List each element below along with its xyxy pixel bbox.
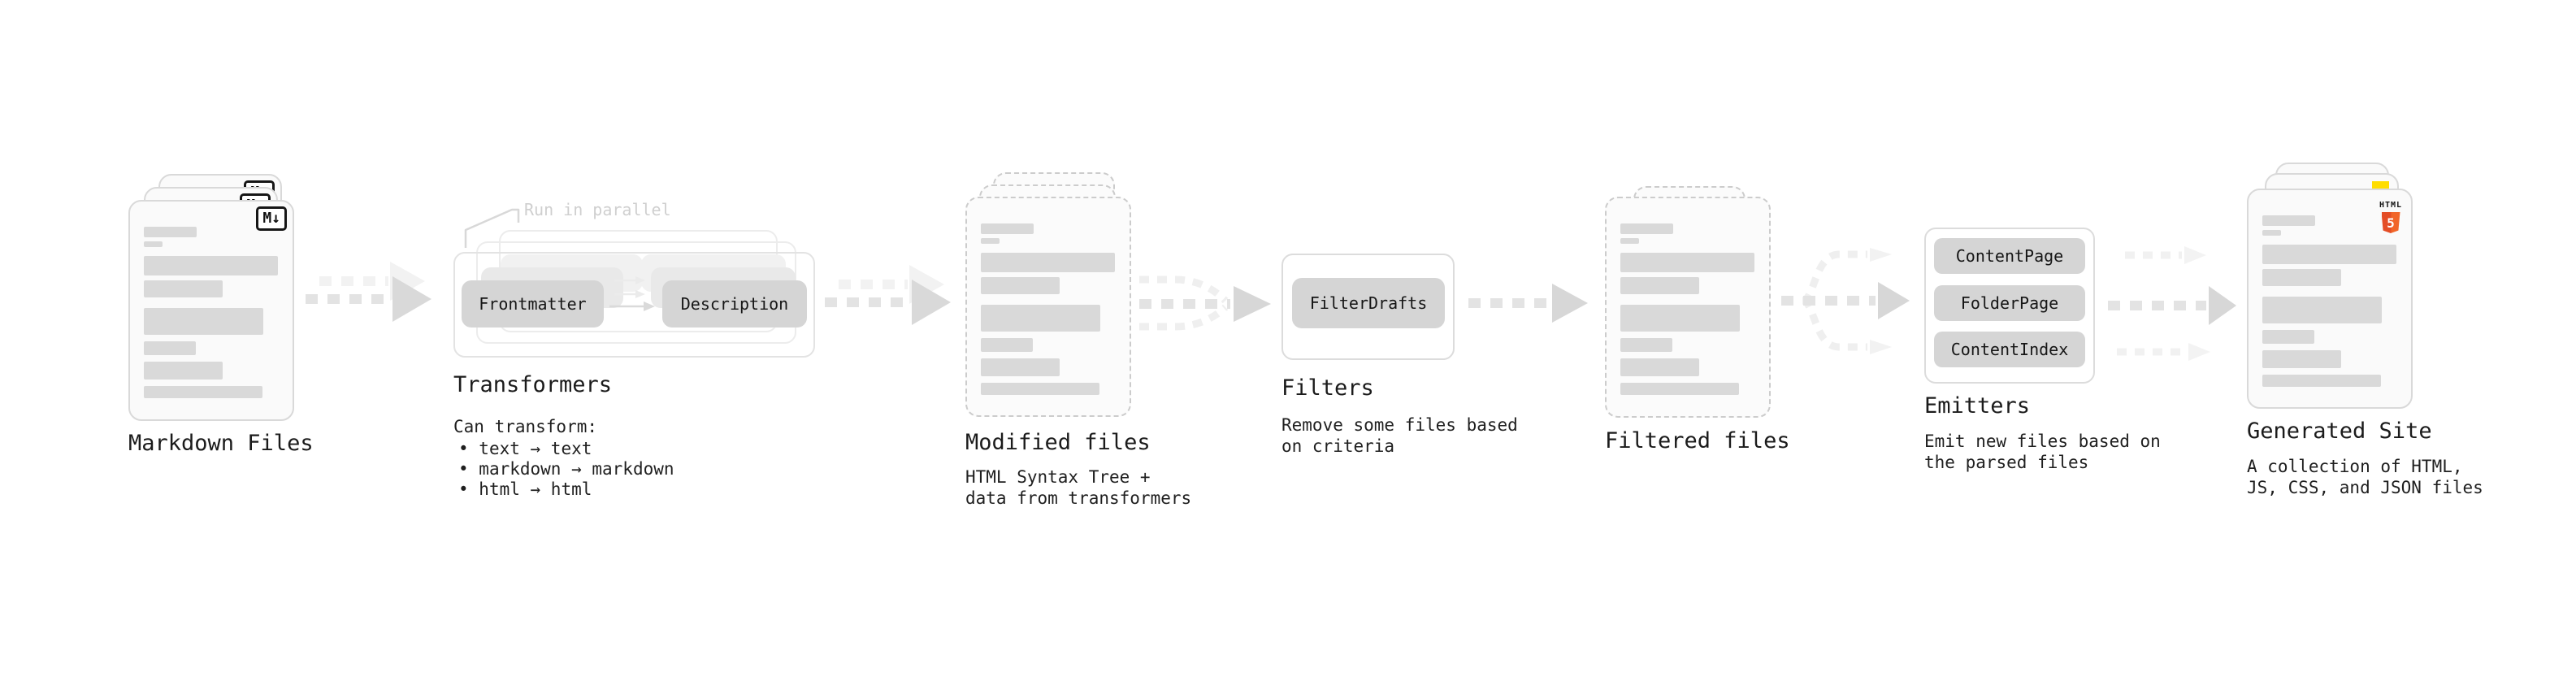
doc-placeholder-line (144, 227, 197, 237)
doc-placeholder-line (1620, 383, 1739, 395)
doc-placeholder-line (1620, 238, 1639, 244)
bullet-item: markdown → markdown (458, 459, 674, 479)
arrow-modified-to-filters (1139, 275, 1271, 331)
doc-placeholder-line (1620, 277, 1699, 294)
contentindex-pill: ContentIndex (1934, 332, 2085, 367)
modified-files-caption: HTML Syntax Tree + data from transformer… (965, 467, 1192, 508)
transformers-caption: Can transform: (453, 417, 598, 436)
doc-placeholder-line (144, 241, 163, 247)
arrow-emitters-to-site (2108, 246, 2236, 361)
filtered-doc-front (1605, 197, 1771, 418)
frontmatter-pill: Frontmatter (462, 280, 604, 327)
doc-placeholder-line (981, 253, 1115, 272)
emitters-caption: Emit new files based on the parsed files (1924, 432, 2161, 472)
generated-site-caption: A collection of HTML, JS, CSS, and JSON … (2247, 457, 2483, 497)
doc-placeholder-line (1620, 253, 1754, 272)
arrow-filters-to-filtered (1468, 284, 1588, 323)
doc-placeholder-line (144, 280, 223, 297)
emitters-heading: Emitters (1924, 393, 2031, 419)
doc-placeholder-line (981, 305, 1100, 332)
doc-placeholder-line (981, 338, 1033, 352)
run-in-parallel-note: Run in parallel (524, 200, 671, 219)
doc-placeholder-line (144, 341, 196, 355)
doc-placeholder-line (981, 277, 1060, 294)
filters-heading: Filters (1281, 375, 1374, 401)
filterdrafts-pill: FilterDrafts (1292, 278, 1445, 328)
doc-placeholder-line (1620, 358, 1699, 376)
doc-placeholder-line (2262, 245, 2396, 264)
arrow-filtered-to-emitters (1781, 248, 1910, 354)
doc-placeholder-line (1620, 305, 1740, 332)
bullet-item: html → html (458, 479, 674, 500)
doc-placeholder-line (2262, 230, 2281, 236)
arrow-transformers-to-modified (825, 265, 951, 325)
filters-caption: Remove some files based on criteria (1281, 415, 1518, 456)
doc-placeholder-line (981, 383, 1099, 395)
doc-placeholder-line (144, 256, 278, 275)
doc-placeholder-line (2262, 269, 2341, 286)
doc-placeholder-line (2262, 330, 2314, 344)
doc-placeholder-line (2262, 350, 2341, 368)
doc-placeholder-line (2262, 375, 2381, 387)
html5-icon: HTML 5 (2377, 195, 2405, 233)
markdown-files-label: Markdown Files (128, 431, 314, 456)
generated-site-label: Generated Site (2247, 419, 2432, 444)
doc-placeholder-line (981, 223, 1034, 234)
description-pill: Description (662, 280, 807, 327)
transformers-bullet-list: text → text markdown → markdown html → h… (458, 439, 674, 500)
folderpage-pill: FolderPage (1934, 285, 2085, 321)
doc-placeholder-line (2262, 215, 2315, 226)
doc-placeholder-line (981, 238, 1000, 244)
transformers-heading: Transformers (453, 372, 613, 397)
filtered-files-label: Filtered files (1605, 428, 1790, 453)
note-leader-line (464, 208, 520, 248)
doc-placeholder-line (981, 358, 1060, 376)
site-doc-html: HTML 5 (2247, 189, 2413, 409)
transformers-box-front (453, 252, 815, 358)
modified-files-label: Modified files (965, 430, 1151, 455)
doc-placeholder-line (1620, 338, 1672, 352)
markdown-icon: M↓ (256, 206, 287, 231)
arrow-markdown-to-transformers (306, 262, 432, 322)
bullet-item: text → text (458, 439, 674, 459)
markdown-doc-front: M↓ (128, 200, 294, 421)
doc-placeholder-line (2262, 297, 2382, 323)
js-file-icon (2372, 181, 2389, 189)
pill-to-pill-arrows (609, 276, 655, 311)
doc-placeholder-line (144, 308, 263, 335)
modified-doc-front (965, 197, 1131, 417)
contentpage-pill: ContentPage (1934, 238, 2085, 274)
doc-placeholder-line (144, 362, 223, 380)
doc-placeholder-line (1620, 223, 1673, 234)
doc-placeholder-line (144, 386, 262, 398)
